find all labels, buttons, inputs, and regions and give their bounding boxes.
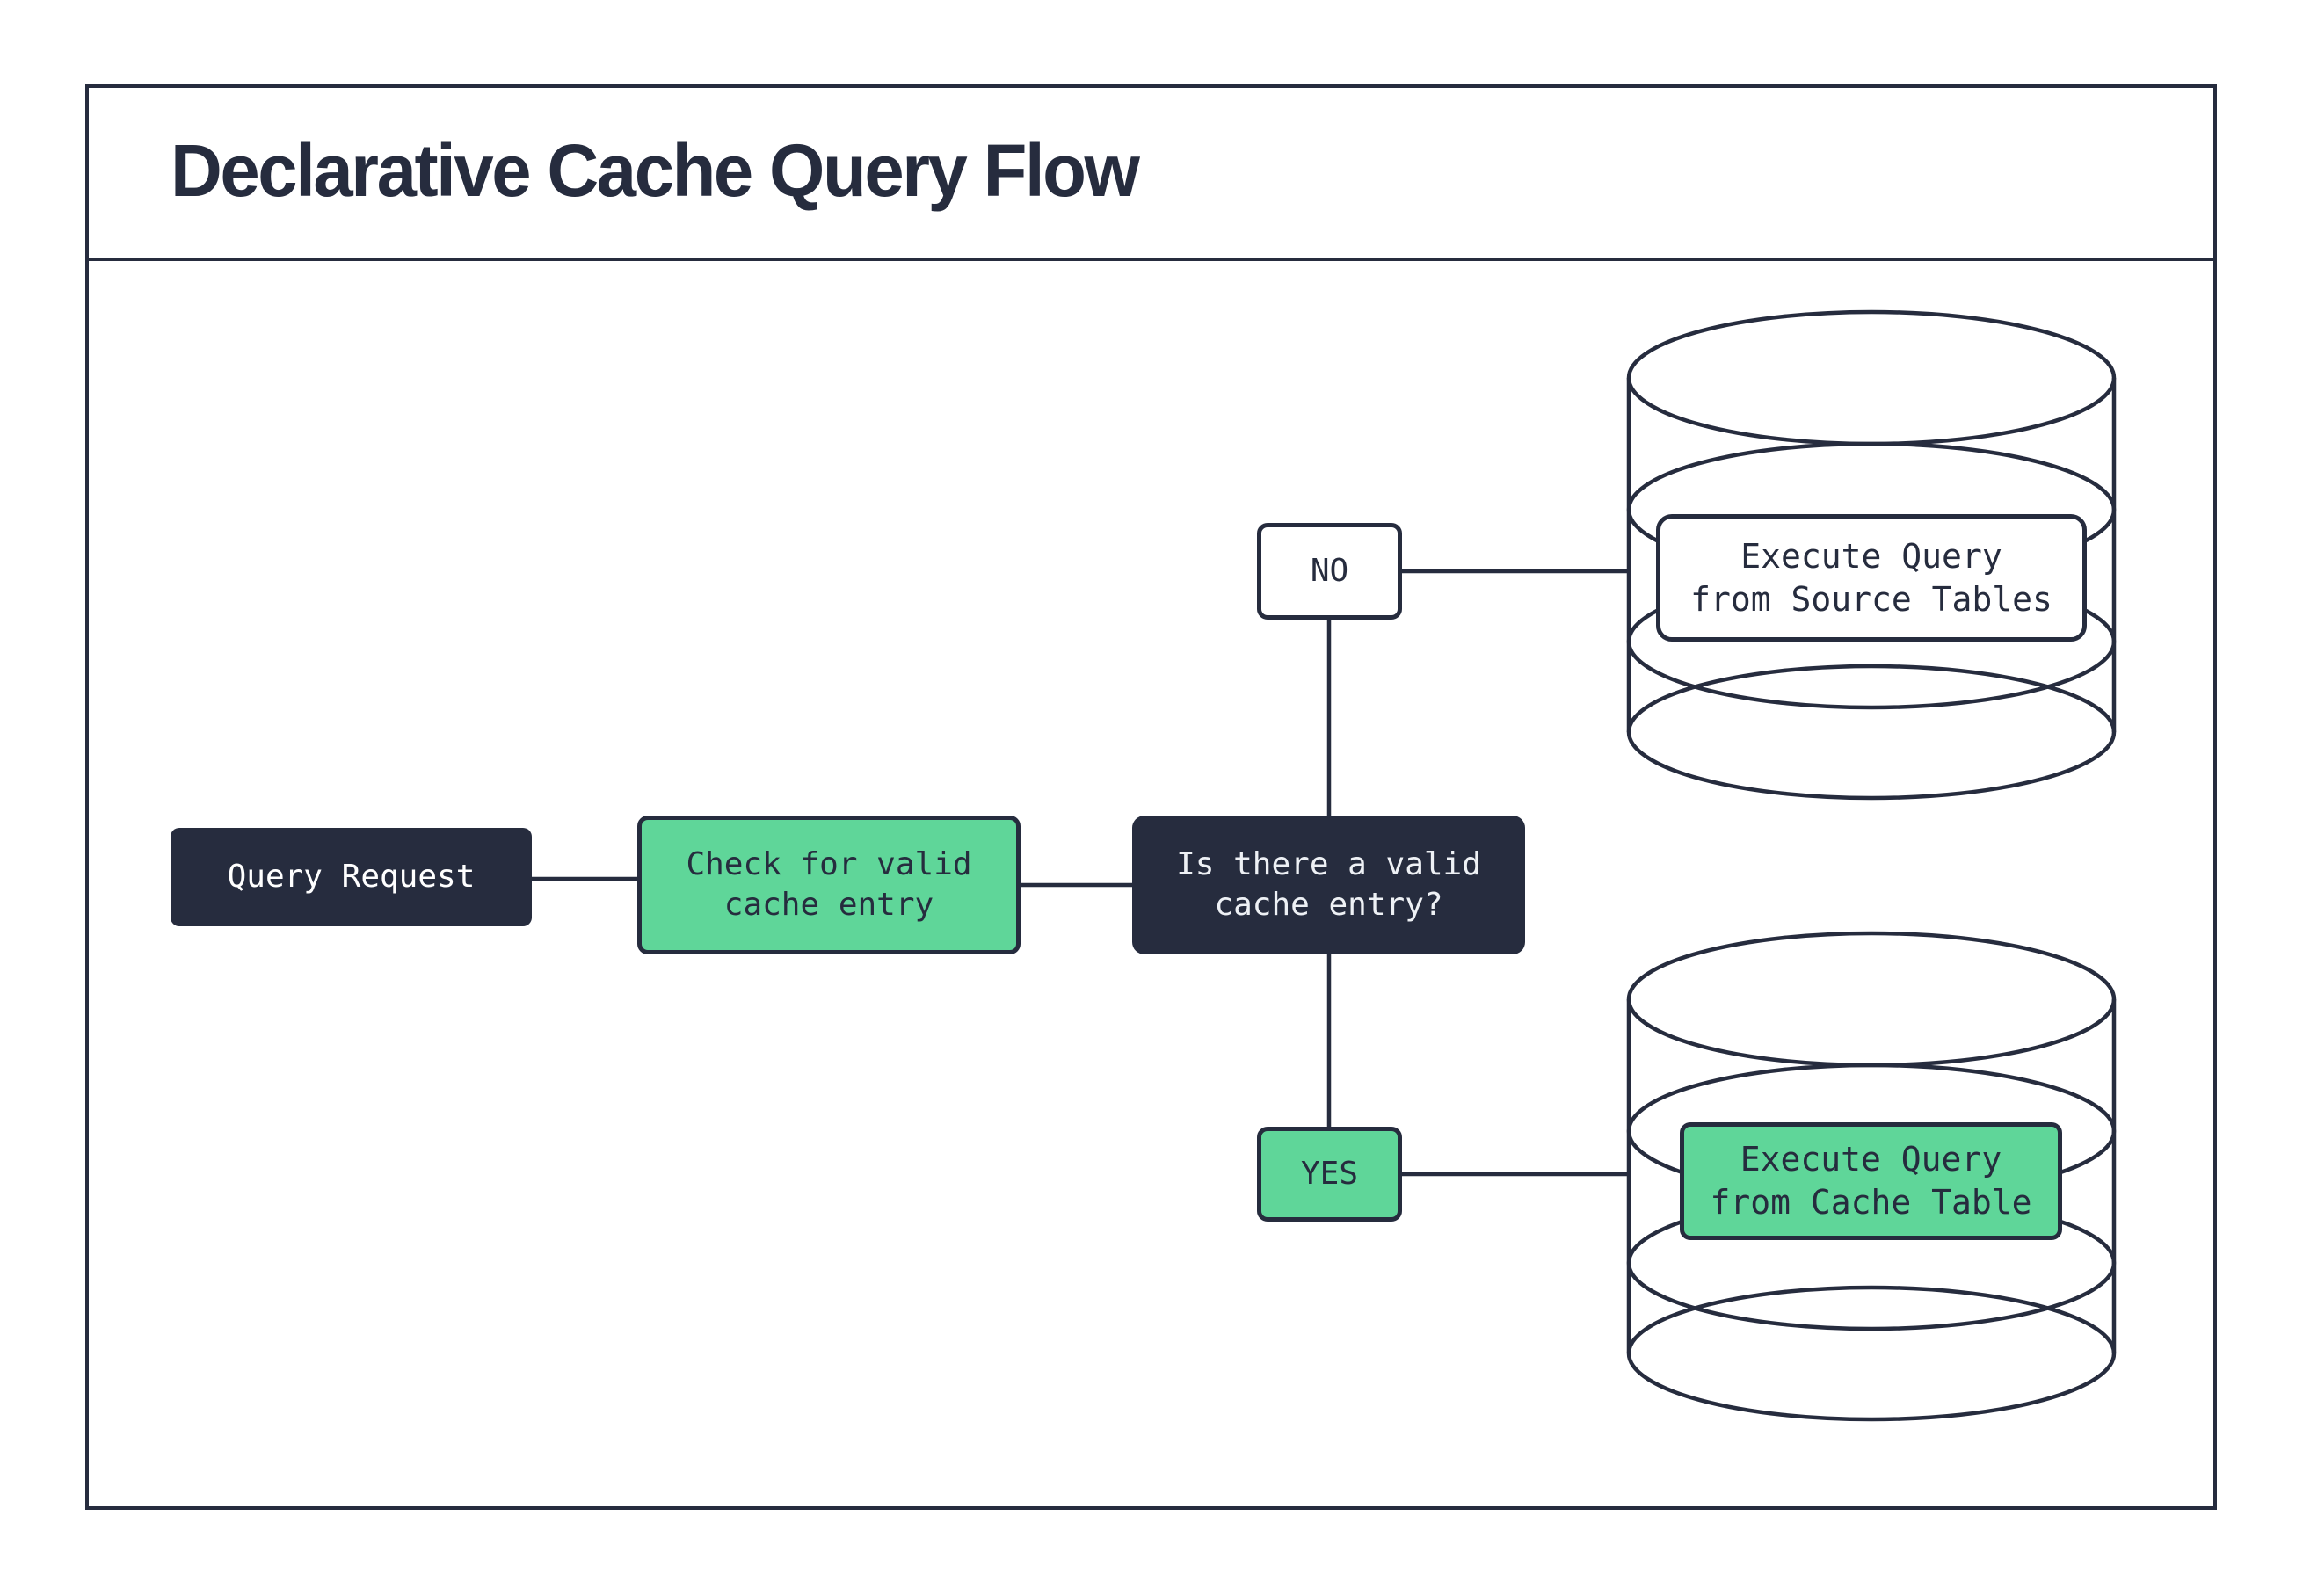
diagram-frame xyxy=(85,84,2217,1510)
node-label-line1: Execute Query xyxy=(1740,536,2002,576)
node-decision-valid-entry: Is there a valid cache entry? xyxy=(1132,816,1525,954)
branch-label: YES xyxy=(1300,1155,1359,1192)
branch-label: NO xyxy=(1310,552,1349,589)
node-label-line2: cache entry? xyxy=(1214,887,1443,923)
node-label-line2: from Source Tables xyxy=(1690,579,2052,619)
title-bar: Declarative Cache Query Flow xyxy=(85,84,2217,261)
branch-yes: YES xyxy=(1257,1127,1402,1222)
node-query-request: Query Request xyxy=(171,828,532,926)
node-label-line2: from Cache Table xyxy=(1710,1183,2032,1222)
node-label: Query Request xyxy=(227,858,476,895)
node-label-line1: Check for valid xyxy=(686,845,972,882)
node-execute-source: Execute Query from Source Tables xyxy=(1656,514,2087,642)
page-title: Declarative Cache Query Flow xyxy=(171,129,1140,212)
branch-no: NO xyxy=(1257,523,1402,620)
connector-lines xyxy=(527,569,1635,1177)
node-execute-cache: Execute Query from Cache Table xyxy=(1680,1122,2062,1240)
node-label-line1: Execute Query xyxy=(1740,1140,2002,1179)
node-label-line2: cache entry xyxy=(723,887,934,923)
node-label-line1: Is there a valid xyxy=(1176,845,1481,882)
node-check-cache: Check for valid cache entry xyxy=(637,816,1021,954)
